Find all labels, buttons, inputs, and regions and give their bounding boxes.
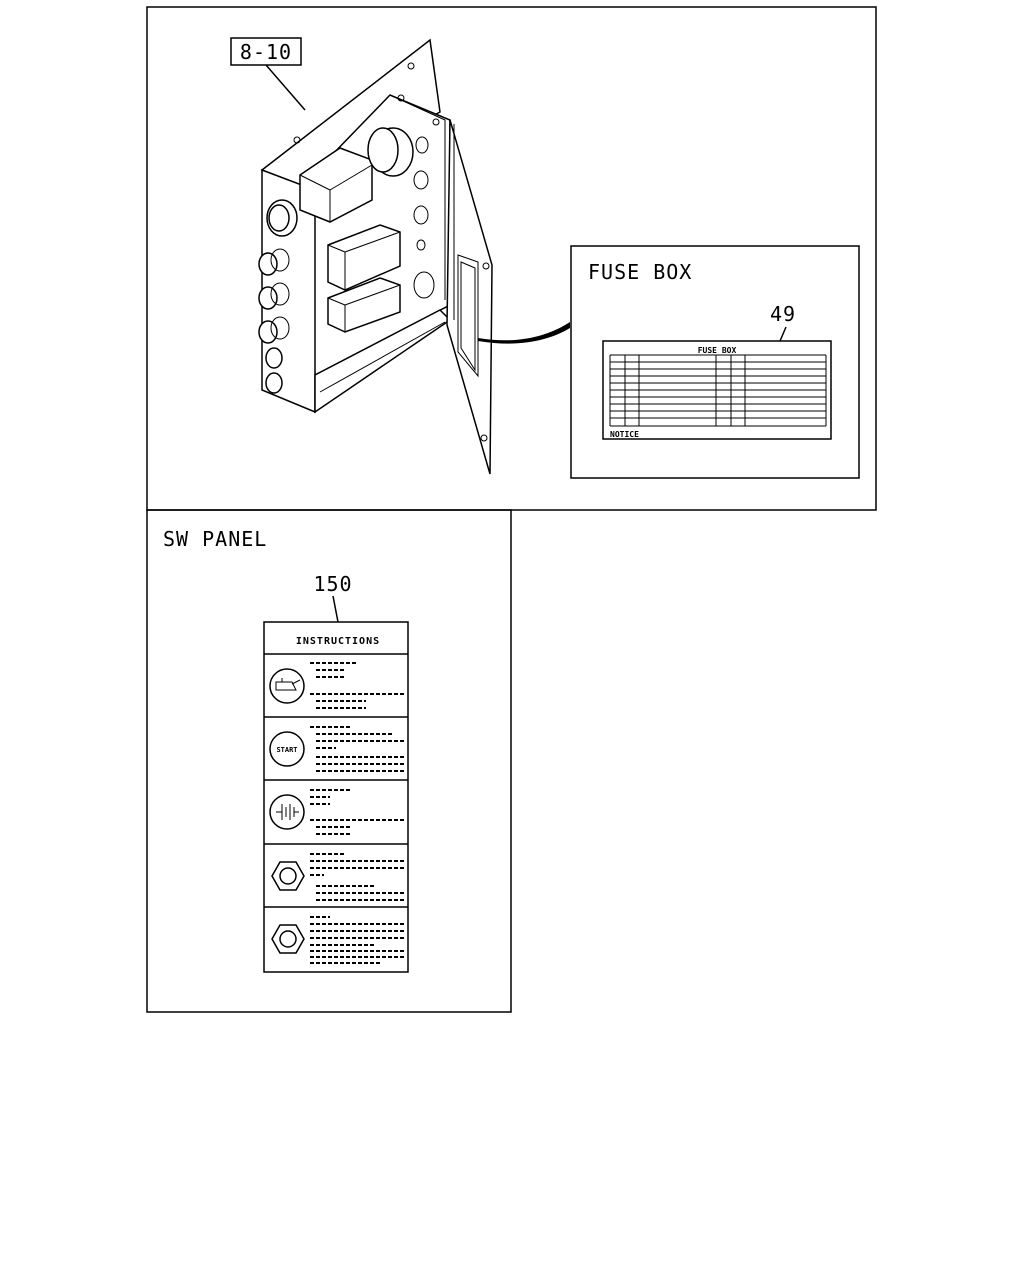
relay-block bbox=[299, 147, 373, 223]
door-fuse-label bbox=[457, 254, 479, 378]
sw-panel-title: SW PANEL bbox=[163, 527, 267, 551]
box-door bbox=[446, 119, 493, 475]
sw-panel-frame bbox=[146, 509, 512, 1013]
side-connector bbox=[265, 347, 283, 369]
assembly-ref-leader bbox=[265, 64, 306, 111]
control-box-illustration bbox=[258, 38, 570, 475]
fuse-box-label-heading: FUSE BOX bbox=[698, 346, 737, 355]
instructions-heading: INSTRUCTIONS bbox=[296, 636, 380, 647]
fuse-box-part-leader bbox=[779, 326, 787, 342]
fuse-box-detail-frame bbox=[570, 245, 860, 479]
assembly-ref-label: 8-10 bbox=[240, 40, 292, 64]
fuse-block-upper bbox=[327, 224, 401, 291]
fuse-box-detail-title: FUSE BOX bbox=[588, 260, 692, 284]
side-connector bbox=[258, 286, 278, 310]
sw-panel-part-leader bbox=[332, 595, 339, 623]
hex-switch-icon bbox=[271, 924, 305, 954]
fuse-box-part-number: 49 bbox=[770, 302, 796, 326]
battery-icon bbox=[269, 794, 305, 830]
sw-panel-part-number: 150 bbox=[313, 572, 352, 596]
detail-leader bbox=[478, 322, 570, 344]
side-connector bbox=[258, 320, 278, 344]
fuse-box-label-notice: NOTICE bbox=[610, 430, 639, 439]
fuse-box-label: FUSE BOX NOTICE bbox=[602, 340, 832, 440]
instructions-label: INSTRUCTIONS START bbox=[263, 621, 409, 973]
side-connector bbox=[258, 252, 278, 276]
start-button-icon: START bbox=[269, 731, 305, 767]
start-symbol-text: START bbox=[276, 746, 297, 754]
side-connector bbox=[265, 372, 283, 394]
oil-can-icon bbox=[269, 668, 305, 704]
hex-switch-icon bbox=[271, 861, 305, 891]
top-frame bbox=[146, 6, 877, 511]
